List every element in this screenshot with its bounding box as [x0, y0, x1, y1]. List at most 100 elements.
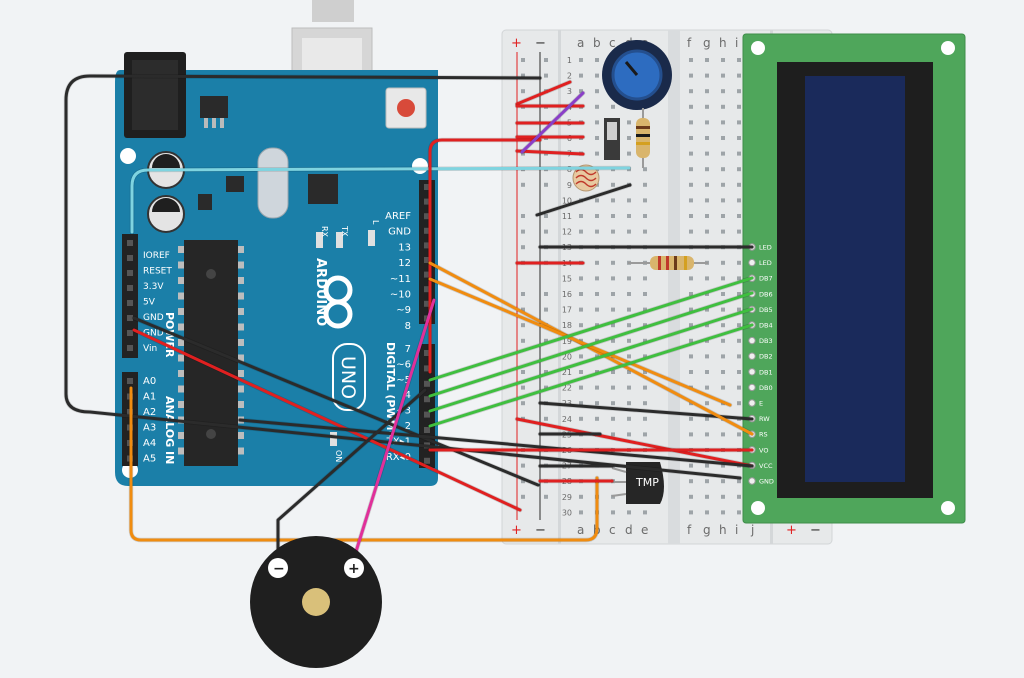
breadboard-hole[interactable] [705, 151, 709, 156]
wire-black-row10[interactable] [535, 183, 632, 217]
breadboard-hole[interactable] [737, 260, 741, 265]
breadboard-hole[interactable] [611, 182, 615, 187]
breadboard-hole[interactable] [595, 260, 599, 265]
rail-hole[interactable] [544, 385, 548, 390]
wire-orange-a0[interactable] [129, 386, 599, 542]
breadboard-hole[interactable] [611, 276, 615, 281]
breadboard-hole[interactable] [689, 182, 693, 187]
breadboard-hole[interactable] [689, 494, 693, 499]
breadboard-hole[interactable] [611, 510, 615, 515]
breadboard-hole[interactable] [643, 401, 647, 406]
rail-hole[interactable] [521, 307, 525, 312]
breadboard-hole[interactable] [595, 354, 599, 359]
lcd-pin[interactable] [748, 352, 756, 360]
rail-hole[interactable] [544, 182, 548, 187]
breadboard-hole[interactable] [595, 151, 599, 156]
breadboard-hole[interactable] [705, 73, 709, 78]
breadboard-hole[interactable] [611, 385, 615, 390]
rail-hole[interactable] [521, 463, 525, 468]
breadboard-hole[interactable] [705, 370, 709, 374]
rail-hole[interactable] [544, 307, 548, 312]
breadboard-hole[interactable] [705, 307, 709, 312]
breadboard-hole[interactable] [689, 479, 693, 484]
breadboard-hole[interactable] [595, 104, 599, 109]
wire-red-5v-rail[interactable] [428, 138, 542, 374]
breadboard-hole[interactable] [595, 370, 599, 374]
breadboard-hole[interactable] [579, 58, 583, 62]
breadboard-hole[interactable] [737, 370, 741, 374]
breadboard-hole[interactable] [737, 58, 741, 62]
breadboard-hole[interactable] [579, 385, 583, 390]
rail-hole[interactable] [521, 338, 525, 343]
rail-hole[interactable] [521, 401, 525, 406]
breadboard-hole[interactable] [689, 292, 693, 296]
breadboard-hole[interactable] [689, 307, 693, 312]
breadboard-hole[interactable] [737, 89, 741, 94]
breadboard-hole[interactable] [721, 73, 725, 78]
breadboard-hole[interactable] [595, 136, 599, 140]
wire-black-gnd-lower[interactable] [132, 316, 540, 487]
lcd-pin[interactable] [748, 477, 756, 485]
breadboard-hole[interactable] [737, 120, 741, 125]
breadboard-hole[interactable] [643, 229, 647, 234]
breadboard-hole[interactable] [737, 354, 741, 359]
breadboard-hole[interactable] [721, 432, 725, 437]
breadboard-hole[interactable] [595, 401, 599, 406]
breadboard-hole[interactable] [705, 136, 709, 140]
breadboard-hole[interactable] [627, 510, 631, 515]
breadboard-hole[interactable] [721, 58, 725, 62]
breadboard-hole[interactable] [705, 416, 709, 421]
breadboard-hole[interactable] [627, 229, 631, 234]
breadboard-hole[interactable] [721, 276, 725, 281]
rail-hole[interactable] [521, 229, 525, 234]
breadboard-hole[interactable] [689, 89, 693, 94]
breadboard-hole[interactable] [689, 214, 693, 218]
rail-hole[interactable] [521, 479, 525, 484]
breadboard-hole[interactable] [721, 151, 725, 156]
breadboard-hole[interactable] [689, 354, 693, 359]
breadboard-hole[interactable] [689, 167, 693, 172]
breadboard-hole[interactable] [627, 385, 631, 390]
breadboard-hole[interactable] [689, 229, 693, 234]
breadboard-hole[interactable] [579, 370, 583, 374]
breadboard-hole[interactable] [643, 432, 647, 437]
breadboard-hole[interactable] [721, 307, 725, 312]
wire-green-4[interactable] [428, 291, 754, 398]
rail-hole[interactable] [544, 370, 548, 374]
breadboard-hole[interactable] [737, 104, 741, 109]
breadboard-hole[interactable] [579, 229, 583, 234]
wire-green-3[interactable] [428, 307, 754, 413]
breadboard-hole[interactable] [579, 416, 583, 421]
breadboard-hole[interactable] [705, 323, 709, 328]
breadboard-hole[interactable] [689, 104, 693, 109]
rail-hole[interactable] [521, 214, 525, 218]
breadboard-hole[interactable] [689, 432, 693, 437]
breadboard-hole[interactable] [611, 292, 615, 296]
breadboard-hole[interactable] [721, 494, 725, 499]
breadboard-hole[interactable] [627, 307, 631, 312]
wire-red-pot[interactable] [515, 80, 572, 106]
breadboard-hole[interactable] [643, 354, 647, 359]
breadboard-hole[interactable] [627, 432, 631, 437]
breadboard-hole[interactable] [705, 494, 709, 499]
breadboard-hole[interactable] [579, 276, 583, 281]
breadboard-hole[interactable] [721, 510, 725, 515]
breadboard-hole[interactable] [705, 401, 709, 406]
breadboard-hole[interactable] [611, 104, 615, 109]
breadboard-hole[interactable] [689, 276, 693, 281]
rail-hole[interactable] [521, 151, 525, 156]
breadboard-hole[interactable] [595, 58, 599, 62]
breadboard-hole[interactable] [595, 198, 599, 203]
breadboard-hole[interactable] [643, 370, 647, 374]
breadboard-hole[interactable] [611, 401, 615, 406]
breadboard-hole[interactable] [595, 338, 599, 343]
lcd-pin[interactable] [748, 368, 756, 376]
wire-black-rs[interactable] [238, 418, 754, 468]
wire-red-row7[interactable] [515, 149, 585, 156]
breadboard-hole[interactable] [721, 198, 725, 203]
breadboard-hole[interactable] [721, 229, 725, 234]
breadboard-hole[interactable] [705, 182, 709, 187]
rail-hole[interactable] [521, 292, 525, 296]
breadboard-hole[interactable] [689, 136, 693, 140]
breadboard-hole[interactable] [721, 104, 725, 109]
